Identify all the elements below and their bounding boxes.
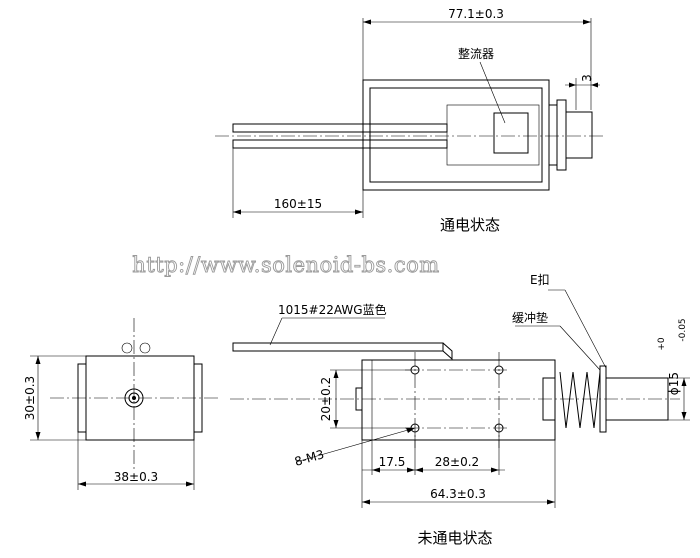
plunger-tol-lower: -0.05 bbox=[678, 318, 688, 341]
hole-spacing-vertical-dim: 20±0.2 bbox=[319, 377, 333, 421]
end-height-dim: 30±0.3 bbox=[23, 376, 37, 420]
body-length-dim: 64.3±0.3 bbox=[430, 487, 486, 501]
end-view: 30±0.3 38±0.3 bbox=[23, 318, 220, 490]
screw-spec-label: 8-M3 bbox=[293, 447, 326, 469]
caption-deenergized: 未通电状态 bbox=[417, 529, 492, 547]
hole-spacing-horizontal-dim: 28±0.2 bbox=[435, 455, 479, 469]
lead-length-dim: 160±15 bbox=[274, 197, 322, 211]
watermark: http://www.solenoid-bs.com bbox=[132, 253, 439, 277]
e-clip-label: E扣 bbox=[530, 273, 550, 287]
stroke-gap-dim: 3 bbox=[580, 74, 594, 82]
overall-length-dim: 77.1±0.3 bbox=[448, 7, 504, 21]
end-width-dim: 38±0.3 bbox=[114, 470, 158, 484]
plunger-tol-upper: +0 bbox=[657, 337, 667, 351]
top-view-energized: 77.1±0.3 整流器 3 160±15 通电状态 bbox=[215, 7, 604, 234]
side-view-deenergized: 1015#22AWG蓝色 E扣 缓冲垫 ϕ15 bbox=[230, 273, 690, 547]
caption-energized: 通电状态 bbox=[440, 216, 500, 234]
rectifier-label: 整流器 bbox=[458, 46, 494, 61]
wire-spec-label: 1015#22AWG蓝色 bbox=[278, 303, 387, 317]
hole-offset-dim: 17.5 bbox=[379, 455, 406, 469]
buffer-pad-label: 缓冲垫 bbox=[512, 310, 548, 325]
plunger-diameter-dim: ϕ15 bbox=[667, 372, 681, 395]
